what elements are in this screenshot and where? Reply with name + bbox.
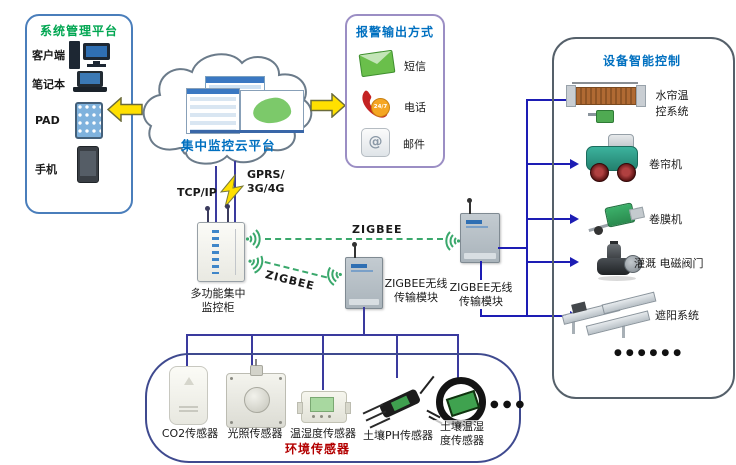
zigbee-upper-label: ZIGBEE <box>352 223 403 236</box>
cooling-pad-system-icon <box>566 80 646 126</box>
tcpip-label: TCP/IP <box>177 186 217 199</box>
smartphone-icon <box>77 146 99 183</box>
desktop-computer-icon <box>69 41 111 71</box>
valve-label: 灌溉 电磁阀门 <box>634 257 704 270</box>
alarm-output-panel: 报警输出方式 短信 24/7 电话 @ 邮件 <box>345 14 445 168</box>
cloud-platform-label: 集中监控云平台 <box>181 138 276 153</box>
co2-sensor-icon <box>169 366 208 425</box>
roller-shutter-label: 卷帘机 <box>649 158 682 171</box>
shading-system-icon <box>561 290 657 344</box>
cloud-app-window-map <box>240 90 304 132</box>
mobile-label: 手机 <box>35 163 57 176</box>
branch-shading <box>481 315 572 317</box>
left-module-stem <box>363 307 365 336</box>
module-to-bus-connector <box>498 247 527 249</box>
arrow-valve <box>570 257 579 267</box>
client-label: 客户端 <box>32 49 65 62</box>
drop-temp-humidity <box>322 334 324 390</box>
light-sensor-label: 光照传感器 <box>227 427 283 440</box>
tablet-icon <box>75 102 103 139</box>
branch-roller-shutter <box>527 163 572 165</box>
module-stem-upper <box>480 261 482 280</box>
cooling-pad-label: 水帘温 控系统 <box>655 89 689 118</box>
branch-valve <box>527 261 572 263</box>
arrow-roller-shutter <box>570 159 579 169</box>
email-at-icon: @ <box>361 128 390 157</box>
wireless-waves-icon <box>327 266 342 286</box>
shading-label: 遮阳系统 <box>655 309 699 322</box>
sms-label: 短信 <box>404 60 426 73</box>
drop-soil-th <box>457 334 459 379</box>
zigbee-module-left-label: ZIGBEE无线 传输模块 <box>384 277 448 304</box>
zigbee-module-left <box>345 242 383 309</box>
device-control-title: 设备智能控制 <box>602 54 681 68</box>
branch-cooling-pad <box>527 99 572 101</box>
film-roller-label: 卷膜机 <box>649 213 682 226</box>
phone-label: 电话 <box>404 101 426 114</box>
right-yellow-arrow-icon <box>310 93 346 118</box>
soil-ph-sensor-label: 土壤PH传感器 <box>363 429 433 442</box>
drop-soil-ph <box>396 334 398 378</box>
pad-label: PAD <box>35 114 60 127</box>
soil-th-sensor-label: 土壤温湿 度传感器 <box>434 420 490 448</box>
arrow-film-roller <box>570 214 579 224</box>
device-control-bus <box>526 99 528 317</box>
laptop-icon <box>73 71 107 94</box>
film-rolling-machine-icon <box>588 196 646 238</box>
wireless-waves-icon <box>245 229 261 249</box>
co2-sensor-label: CO2传感器 <box>161 427 219 440</box>
light-sensor-icon <box>226 359 286 428</box>
gprs-label-line1: GPRS/ <box>247 168 285 181</box>
sensors-panel <box>145 353 521 463</box>
drop-co2 <box>186 334 188 367</box>
module-stem-lower <box>480 309 482 317</box>
email-label: 邮件 <box>403 138 425 151</box>
cabinet-label: 多功能集中 监控柜 <box>190 287 246 314</box>
branch-film-roller <box>527 218 572 220</box>
roller-shutter-machine-icon <box>582 134 644 182</box>
wireless-waves-icon <box>248 255 264 274</box>
temperature-humidity-sensor-icon <box>297 391 351 423</box>
phone-24-7-badge: 24/7 <box>371 98 390 117</box>
zigbee-link-upper <box>265 238 443 240</box>
sensors-title: 环境传感器 <box>285 442 351 456</box>
alarm-output-title: 报警输出方式 <box>355 25 434 39</box>
device-control-panel <box>552 37 735 399</box>
sensor-more-dots: ●●● <box>490 399 529 410</box>
management-platform-title: 系统管理平台 <box>39 24 118 38</box>
tcpip-link-line <box>215 166 217 224</box>
notebook-label: 笔记本 <box>32 78 65 91</box>
lightning-bolt-icon <box>219 174 245 208</box>
cloud-app-window-table <box>186 88 240 134</box>
zigbee-module-right <box>460 198 500 263</box>
soil-ph-sensor-icon <box>362 375 436 432</box>
cabinet-antenna-right <box>225 204 230 223</box>
monitoring-cabinet <box>197 222 245 282</box>
cabinet-antenna-left <box>205 206 210 223</box>
irrigation-solenoid-valve-icon <box>596 241 642 284</box>
sms-envelope-icon <box>358 49 396 78</box>
cloud-platform-shelf <box>190 130 304 133</box>
left-yellow-arrow-icon <box>107 97 143 122</box>
gprs-label-line2: 3G/4G <box>247 182 285 195</box>
zigbee-module-right-label: ZIGBEE无线 传输模块 <box>449 281 513 308</box>
device-more-dots: ●●●●●● <box>614 348 686 358</box>
temp-humidity-sensor-label: 温湿度传感器 <box>290 427 356 440</box>
wireless-waves-icon <box>445 231 461 251</box>
